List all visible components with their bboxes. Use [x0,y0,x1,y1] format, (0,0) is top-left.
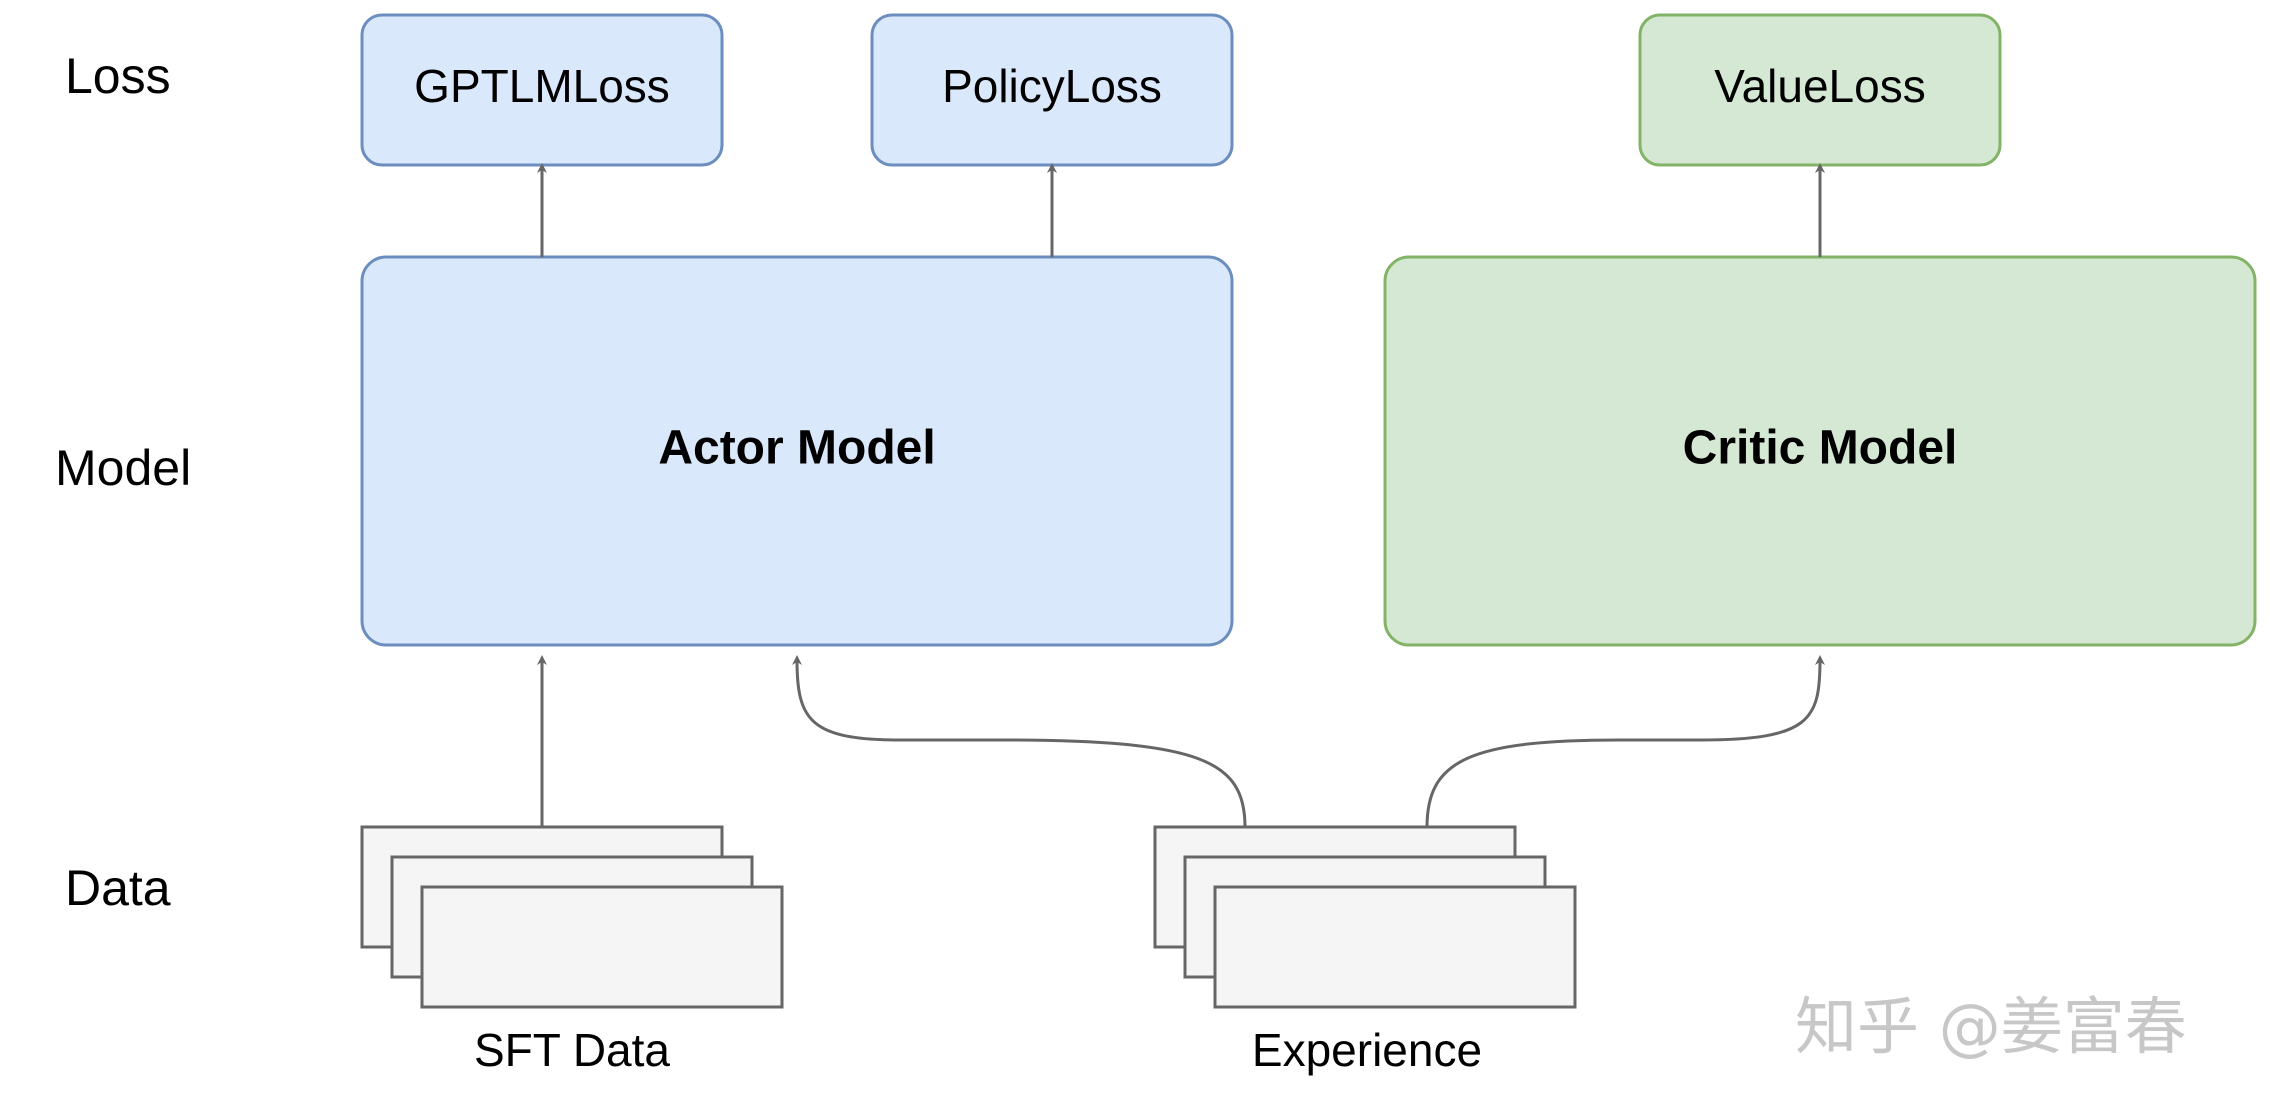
actor-model-label: Actor Model [658,422,935,475]
row-label-loss: Loss [65,48,171,104]
watermark: 知乎 @姜富春 [1795,990,2187,1063]
arrow-experience-to-actor [792,655,1247,828]
value-loss-label: ValueLoss [1714,60,1925,112]
arrow-experience-to-critic [1425,655,1825,828]
experience-label: Experience [1252,1024,1482,1076]
gptlm-loss-label: GPTLMLoss [414,60,670,112]
critic-model-box: Critic Model [1383,255,2257,647]
sft-data-stack [360,825,784,1009]
critic-model-label: Critic Model [1683,422,1958,475]
policy-loss-label: PolicyLoss [942,60,1162,112]
actor-model-box: Actor Model [360,255,1234,647]
policy-loss-box: PolicyLoss [870,13,1234,167]
experience-stack [1153,825,1577,1009]
row-label-data: Data [65,860,171,916]
value-loss-box: ValueLoss [1638,13,2002,167]
sft-data-label: SFT Data [474,1024,670,1076]
row-label-model: Model [55,440,191,496]
gptlm-loss-box: GPTLMLoss [360,13,724,167]
